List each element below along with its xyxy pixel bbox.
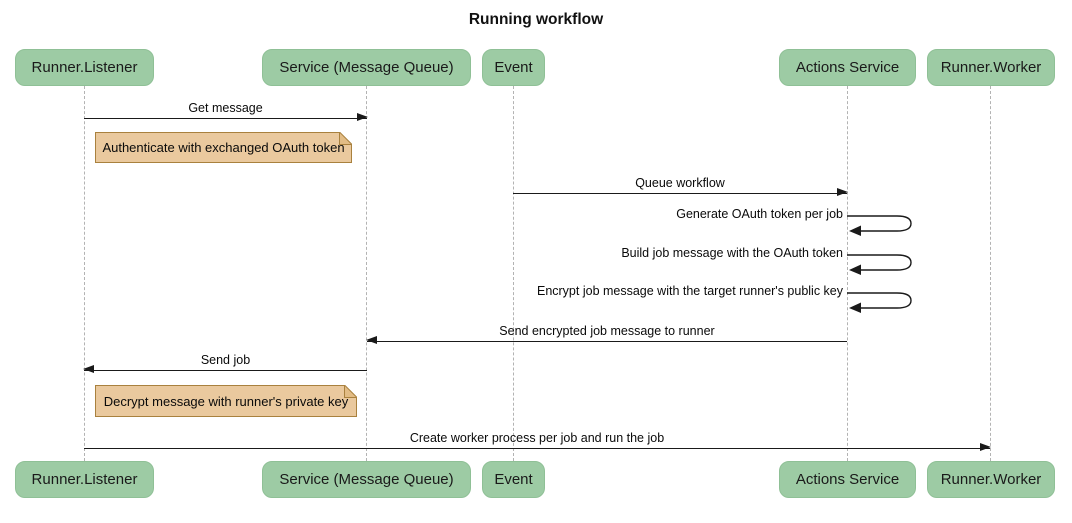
diagram-title: Running workflow [468,11,604,28]
message-send-encrypted-job: Send encrypted job message to runner [366,324,847,344]
arrowhead-right-icon [837,188,848,196]
lifeline-event [513,86,514,461]
actor-runner-listener-top: Runner.Listener [15,49,154,86]
message-create-worker-process: Create worker process per job and run th… [84,431,991,451]
arrowhead-right-icon [357,113,368,121]
self-loop-arrow-icon [847,215,912,236]
message-send-job: Send job [83,353,367,373]
arrow-line [366,336,847,344]
actor-runner-worker-top: Runner.Worker [927,49,1055,86]
actor-event-bottom: Event [482,461,545,498]
arrow-line [83,365,367,373]
message-label: Queue workflow [635,176,725,190]
lifeline-runner-worker [990,86,991,461]
actor-service-message-queue-bottom: Service (Message Queue) [262,461,471,498]
lifeline-actions-service [847,86,848,461]
arrowhead-left-icon [366,336,377,344]
arrow-line [513,188,848,196]
message-label: Get message [188,101,263,115]
self-message-generate-oauth-token: Generate OAuth token per job [676,207,843,221]
arrowhead-left-icon [83,365,94,373]
self-message-build-job-message: Build job message with the OAuth token [621,246,843,260]
lifeline-service-message-queue [366,86,367,461]
self-loop-arrow-icon [847,254,912,275]
self-message-encrypt-job-message: Encrypt job message with the target runn… [536,284,843,298]
note-fold-icon [344,385,357,398]
message-get-message: Get message [84,101,368,121]
message-queue-workflow: Queue workflow [513,176,848,196]
note-authenticate-oauth: Authenticate with exchanged OAuth token [95,132,352,163]
note-fold-icon [339,132,352,145]
arrow-line [84,113,368,121]
actor-runner-listener-bottom: Runner.Listener [15,461,154,498]
note-label: Decrypt message with runner's private ke… [103,393,349,409]
message-label: Send job [200,353,251,367]
arrow-line [84,443,991,451]
note-decrypt-message: Decrypt message with runner's private ke… [95,385,357,417]
lifeline-runner-listener [84,86,85,461]
actor-runner-worker-bottom: Runner.Worker [927,461,1055,498]
self-loop-arrow-icon [847,292,912,313]
note-label: Authenticate with exchanged OAuth token [102,140,345,155]
arrowhead-right-icon [980,443,991,451]
actor-event-top: Event [482,49,545,86]
actor-service-message-queue-top: Service (Message Queue) [262,49,471,86]
message-label: Create worker process per job and run th… [409,431,665,445]
actor-actions-service-bottom: Actions Service [779,461,916,498]
message-label: Send encrypted job message to runner [499,324,715,338]
actor-actions-service-top: Actions Service [779,49,916,86]
